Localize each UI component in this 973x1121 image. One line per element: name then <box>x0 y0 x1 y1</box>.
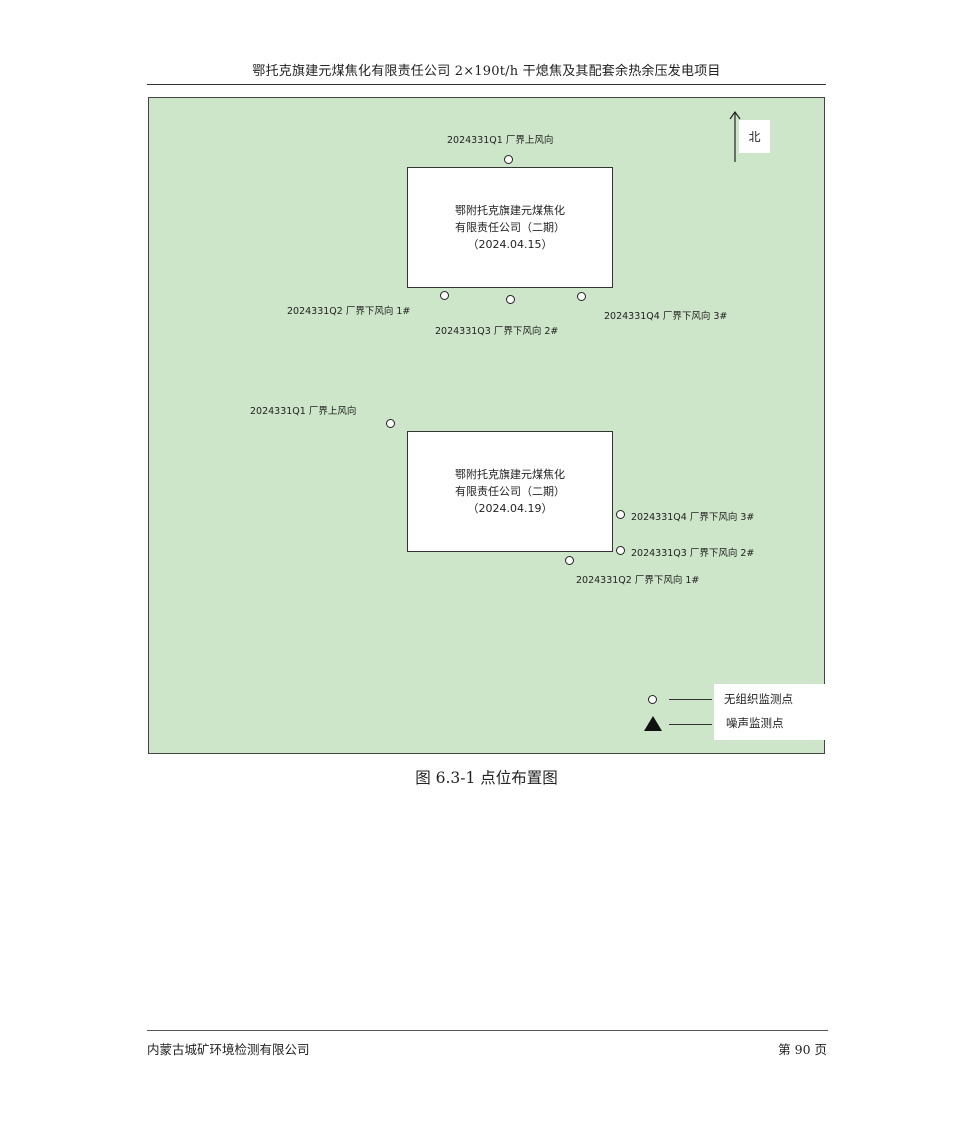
legend-line <box>669 724 712 725</box>
legend-triangle-icon <box>644 716 662 731</box>
monitoring-point-q2-period2 <box>565 556 574 565</box>
legend-circle-icon <box>648 695 657 704</box>
monitoring-point-q4-period2 <box>616 510 625 519</box>
plant-name-line2: 有限责任公司（二期） <box>455 485 565 498</box>
north-label: 北 <box>739 120 770 153</box>
monitoring-point-q4-period1 <box>577 292 586 301</box>
figure-caption: 图 6.3-1 点位布置图 <box>415 769 558 787</box>
legend-line <box>669 699 712 700</box>
point-label-q1-period2: 2024331Q1 厂界上风向 <box>250 406 357 417</box>
point-label-q2-period2: 2024331Q2 厂界下风向 1# <box>576 575 700 586</box>
point-label-q2-period1: 2024331Q2 厂界下风向 1# <box>287 306 411 317</box>
plant-box-period1: 鄂附托克旗建元煤焦化 有限责任公司（二期） （2024.04.15） <box>407 167 613 288</box>
plant-name-line2: 有限责任公司（二期） <box>455 221 565 234</box>
footer-company: 内蒙古城矿环境检测有限公司 <box>147 1042 310 1057</box>
monitoring-point-q1-period1 <box>504 155 513 164</box>
monitoring-point-q1-period2 <box>386 419 395 428</box>
monitoring-point-q3-period2 <box>616 546 625 555</box>
plant-date: （2024.04.19） <box>467 502 553 515</box>
point-label-q4-period2: 2024331Q4 厂界下风向 3# <box>631 512 755 523</box>
monitoring-point-q3-period1 <box>506 295 515 304</box>
monitoring-point-q2-period1 <box>440 291 449 300</box>
plant-box-period2: 鄂附托克旗建元煤焦化 有限责任公司（二期） （2024.04.19） <box>407 431 613 552</box>
legend-box <box>714 684 825 740</box>
plant-name-line1: 鄂附托克旗建元煤焦化 <box>455 468 565 481</box>
point-label-q1-period1: 2024331Q1 厂界上风向 <box>447 135 554 146</box>
plant-date: （2024.04.15） <box>467 238 553 251</box>
footer-page-number: 第 90 页 <box>778 1042 827 1057</box>
legend-label-unorganized: 无组织监测点 <box>724 692 793 706</box>
legend-label-noise: 噪声监测点 <box>726 716 784 730</box>
plant-name-line1: 鄂附托克旗建元煤焦化 <box>455 204 565 217</box>
site-map: 北 2024331Q1 厂界上风向 鄂附托克旗建元煤焦化 有限责任公司（二期） … <box>148 97 825 754</box>
north-arrow-icon <box>729 110 741 162</box>
point-label-q3-period1: 2024331Q3 厂界下风向 2# <box>435 326 559 337</box>
point-label-q4-period1: 2024331Q4 厂界下风向 3# <box>604 311 728 322</box>
header-divider <box>147 84 826 85</box>
point-label-q3-period2: 2024331Q3 厂界下风向 2# <box>631 548 755 559</box>
header-title: 鄂托克旗建元煤焦化有限责任公司 2×190t/h 干熄焦及其配套余热余压发电项目 <box>252 64 721 79</box>
footer-divider <box>147 1030 828 1031</box>
